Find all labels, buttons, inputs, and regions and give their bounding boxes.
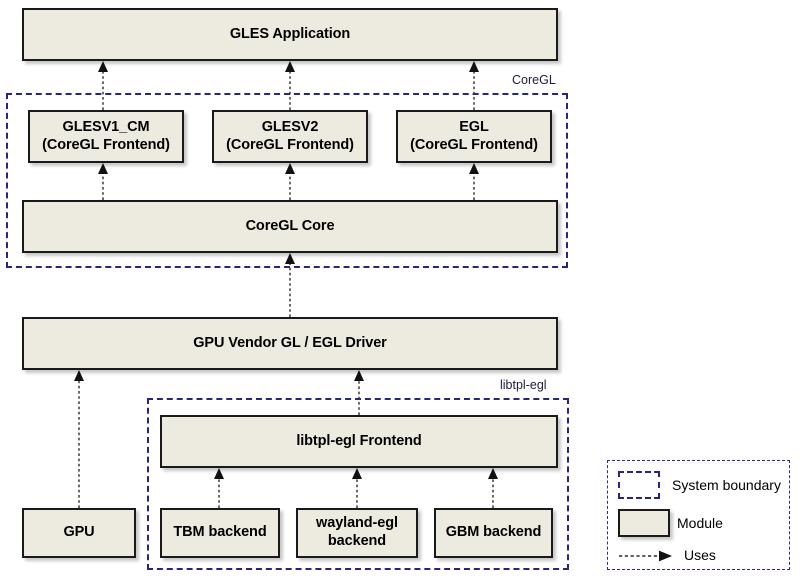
module-label: GLESV2 (CoreGL Frontend) — [226, 118, 354, 153]
module-gpu-vendor-driver: GPU Vendor GL / EGL Driver — [22, 317, 558, 370]
arrow-core-to-glesv2 — [283, 163, 297, 200]
module-glesv1-cm: GLESV1_CM (CoreGL Frontend) — [28, 110, 184, 163]
arrow-gbm-to-frontend — [486, 468, 500, 508]
legend-item-module: Module — [618, 509, 723, 537]
module-gbm-backend: GBM backend — [434, 508, 553, 558]
module-label: libtpl-egl Frontend — [296, 432, 422, 449]
arrow-core-to-glesv1 — [96, 163, 110, 200]
arrow-glesv1-to-app — [96, 61, 110, 110]
system-boundary-libtpl-egl — [147, 398, 569, 570]
module-egl: EGL (CoreGL Frontend) — [396, 110, 552, 163]
legend-label: Uses — [684, 547, 716, 563]
module-glesv2: GLESV2 (CoreGL Frontend) — [212, 110, 368, 163]
module-label: GBM backend — [445, 524, 542, 541]
system-boundary-label-coregl: CoreGL — [512, 73, 556, 87]
arrow-wayland-to-frontend — [350, 468, 364, 508]
dashed-rect-icon — [618, 471, 660, 499]
arrow-gpu-to-driver — [72, 370, 86, 508]
arrow-frontend-to-driver — [352, 370, 366, 415]
module-label: EGL (CoreGL Frontend) — [410, 118, 538, 153]
module-tbm-backend: TBM backend — [160, 508, 280, 558]
arrow-tbm-to-frontend — [212, 468, 226, 508]
system-boundary-coregl — [6, 93, 568, 268]
module-label: TBM backend — [173, 524, 267, 541]
arrow-egl-to-app — [467, 61, 481, 110]
module-gles-application: GLES Application — [22, 8, 558, 61]
module-label: wayland-egl backend — [316, 515, 398, 549]
arrow-driver-to-core — [283, 253, 297, 317]
module-wayland-egl-backend: wayland-egl backend — [296, 508, 418, 558]
dashed-arrow-icon — [618, 549, 674, 562]
legend-label: System boundary — [672, 477, 781, 493]
module-label: GPU Vendor GL / EGL Driver — [193, 334, 387, 351]
legend-item-system-boundary: System boundary — [618, 471, 781, 499]
module-label: GLESV1_CM (CoreGL Frontend) — [42, 118, 170, 153]
module-label: GLES Application — [229, 25, 351, 42]
system-boundary-label-libtpl-egl: libtpl-egl — [500, 378, 547, 392]
arrow-glesv2-to-app — [283, 61, 297, 110]
legend-label: Module — [677, 515, 723, 531]
legend: System boundary Module Uses — [607, 460, 790, 570]
module-label: CoreGL Core — [245, 217, 335, 234]
module-libtpl-egl-frontend: libtpl-egl Frontend — [160, 415, 558, 468]
module-gpu: GPU — [22, 508, 136, 558]
module-coregl-core: CoreGL Core — [22, 200, 558, 253]
legend-item-uses: Uses — [618, 547, 716, 563]
arrow-core-to-egl — [467, 163, 481, 200]
filled-rect-icon — [618, 509, 670, 537]
module-label: GPU — [63, 524, 95, 541]
